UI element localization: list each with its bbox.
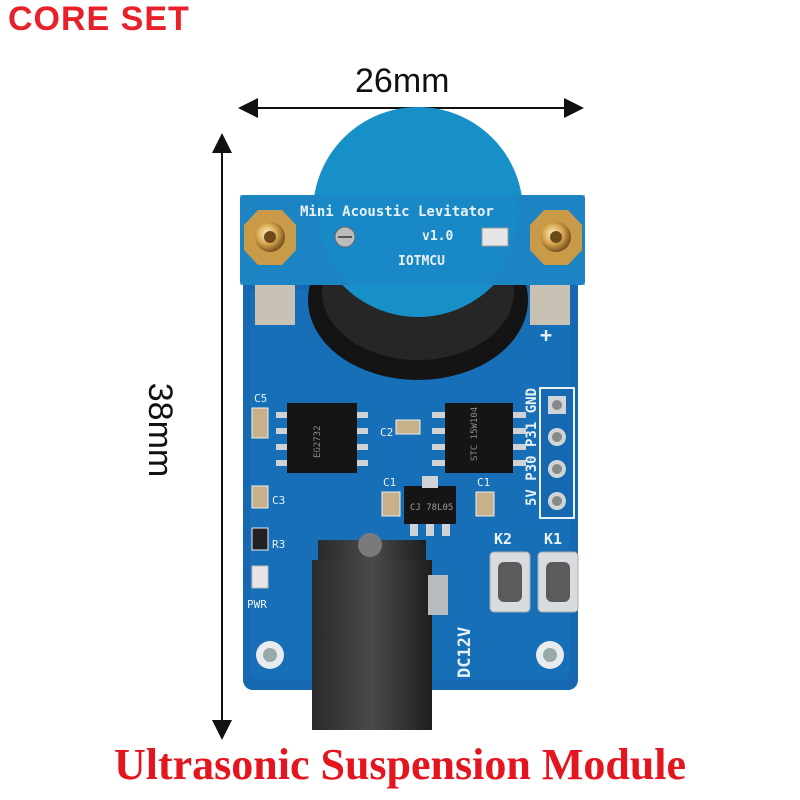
label-pwr: PWR: [247, 598, 267, 611]
label-k1: K1: [544, 530, 562, 548]
board-title: Mini Acoustic Levitator: [300, 204, 494, 220]
dc-jack: [312, 533, 448, 730]
product-caption: Ultrasonic Suspension Module: [113, 740, 687, 789]
pin-header: [539, 387, 575, 519]
top-led: [481, 227, 509, 247]
svg-text:CJ 78L05: CJ 78L05: [410, 503, 453, 513]
button-k1[interactable]: [537, 551, 579, 613]
label-c3: C3: [272, 494, 285, 507]
label-c2: C2: [380, 426, 393, 439]
driver-chip: EG2732: [276, 403, 368, 473]
svg-text:EG2732: EG2732: [313, 425, 323, 458]
brand-logo: CORE SET: [8, 0, 190, 38]
label-c1b: C1: [477, 476, 490, 489]
mcu-chip: STC 15W104: [432, 403, 526, 473]
regulator-chip: CJ 78L05: [404, 476, 456, 536]
svg-text:STC 15W104: STC 15W104: [470, 407, 480, 461]
pin-header-labels: 5V P30 P31 GND: [524, 388, 540, 506]
label-k2: K2: [494, 530, 512, 548]
label-r3: R3: [272, 538, 285, 551]
plus-mark: +: [540, 323, 552, 347]
board-version: v1.0: [422, 229, 453, 244]
label-c5: C5: [254, 392, 267, 405]
label-c1a: C1: [383, 476, 396, 489]
board-maker: IOTMCU: [398, 254, 445, 269]
label-dc12v: DC12V: [455, 627, 475, 678]
width-dimension-label: 26mm: [355, 62, 450, 100]
button-k2[interactable]: [489, 551, 531, 613]
